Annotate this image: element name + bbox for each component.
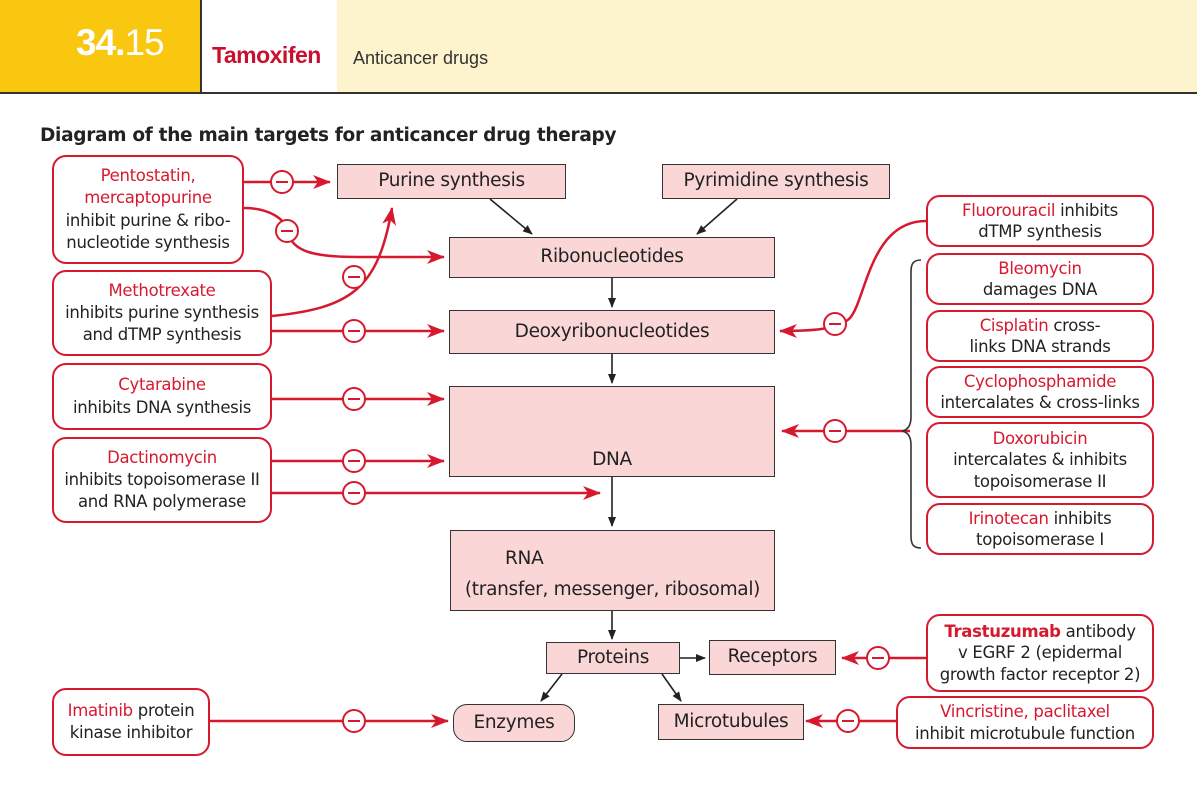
inhibitor-icon bbox=[823, 312, 847, 336]
drug-doxorubicin: Doxorubicin intercalates & inhibits topo… bbox=[926, 422, 1154, 498]
drug-description: kinase inhibitor bbox=[69, 723, 193, 742]
inhibitor-icon bbox=[836, 709, 860, 733]
drug-pentostatin-mercaptopurine: Pentostatin, mercaptopurine inhibit puri… bbox=[52, 155, 244, 264]
node-sublabel: (transfer, messenger, ribosomal) bbox=[464, 579, 761, 600]
drug-cisplatin: Cisplatin cross- links DNA strands bbox=[926, 310, 1154, 362]
drug-description: inhibits bbox=[1048, 508, 1112, 528]
drug-description: intercalates & inhibits bbox=[953, 450, 1127, 470]
node-label: Microtubules bbox=[673, 710, 789, 732]
node-dna: DNA bbox=[449, 386, 775, 477]
node-label: Pyrimidine synthesis bbox=[683, 170, 869, 192]
drug-description: inhibits DNA synthesis bbox=[72, 397, 252, 417]
node-label: RNA bbox=[505, 548, 544, 569]
inhibitor-icon bbox=[342, 265, 366, 289]
inhibitor-icon bbox=[866, 646, 890, 670]
chapter-title-text: Tamoxifen bbox=[212, 42, 321, 68]
node-enzymes: Enzymes bbox=[453, 704, 575, 742]
chapter-subtitle-text: Anticancer drugs bbox=[353, 48, 489, 68]
drug-name: Methotrexate bbox=[108, 280, 216, 300]
drug-name: Cytarabine bbox=[118, 375, 206, 395]
drug-description: inhibits topoisomerase II bbox=[64, 469, 260, 489]
inhibitor-icon bbox=[342, 387, 366, 411]
drug-description: cross- bbox=[1048, 315, 1101, 335]
inhibitor-icon bbox=[342, 319, 366, 343]
drug-description: and RNA polymerase bbox=[77, 492, 246, 512]
section-number-minor: 15 bbox=[124, 22, 164, 63]
drug-cyclophosphamide: Cyclophosphamide intercalates & cross-li… bbox=[926, 366, 1154, 418]
drug-imatinib: Imatinib protein kinase inhibitor bbox=[52, 688, 210, 756]
drug-description: v EGRF 2 (epidermal bbox=[958, 643, 1122, 663]
drug-name: Doxorubicin bbox=[992, 428, 1088, 448]
drug-name: Pentostatin, bbox=[100, 165, 196, 185]
node-label: Ribonucleotides bbox=[540, 246, 684, 268]
drug-description: antibody bbox=[1060, 621, 1136, 641]
flow-arrows bbox=[489, 198, 738, 702]
drug-description: topoisomerase II bbox=[973, 471, 1107, 491]
diagram-title: Diagram of the main targets for anticanc… bbox=[40, 125, 617, 146]
node-purine-synthesis: Purine synthesis bbox=[337, 164, 566, 199]
inhibitor-icon bbox=[823, 419, 847, 443]
page-header: 34.15 Tamoxifen Anticancer drugs bbox=[0, 0, 1197, 94]
node-label: Deoxyribonucleotides bbox=[514, 320, 710, 342]
drug-description: topoisomerase I bbox=[976, 530, 1104, 549]
node-label: Purine synthesis bbox=[378, 170, 525, 192]
chapter-subtitle: Anticancer drugs bbox=[337, 0, 1197, 94]
drug-name: Fluorouracil bbox=[962, 200, 1056, 220]
drug-fluorouracil: Fluorouracil inhibits dTMP synthesis bbox=[926, 195, 1154, 247]
inhibitor-icon bbox=[270, 170, 294, 194]
drug-bleomycin: Bleomycin damages DNA bbox=[926, 253, 1154, 305]
drug-name: Vincristine, paclitaxel bbox=[940, 702, 1110, 722]
drug-description: inhibits bbox=[1055, 200, 1118, 220]
inhibitor-icon bbox=[342, 449, 366, 473]
drug-dactinomycin: Dactinomycin inhibits topoisomerase II a… bbox=[52, 437, 272, 523]
node-label: Proteins bbox=[576, 646, 650, 668]
drug-description: inhibit microtubule function bbox=[915, 723, 1135, 743]
section-number: 34.15 bbox=[0, 0, 200, 94]
drug-description: and dTMP synthesis bbox=[82, 325, 242, 345]
node-deoxyribonucleotides: Deoxyribonucleotides bbox=[449, 310, 775, 354]
drug-vincristine-paclitaxel: Vincristine, paclitaxel inhibit microtub… bbox=[896, 696, 1154, 749]
drug-trastuzumab: Trastuzumab antibody v EGRF 2 (epidermal… bbox=[926, 614, 1154, 692]
node-microtubules: Microtubules bbox=[658, 704, 804, 740]
drug-description: inhibit purine & ribo- bbox=[65, 210, 231, 230]
node-ribonucleotides: Ribonucleotides bbox=[449, 237, 775, 278]
inhibitor-icon bbox=[275, 219, 299, 243]
inhibitor-icon bbox=[342, 709, 366, 733]
node-label: Enzymes bbox=[473, 711, 555, 733]
drug-methotrexate: Methotrexate inhibits purine synthesis a… bbox=[52, 270, 272, 356]
drug-name: Trastuzumab bbox=[944, 621, 1061, 641]
drug-name: Bleomycin bbox=[998, 258, 1082, 278]
node-pyrimidine-synthesis: Pyrimidine synthesis bbox=[662, 164, 890, 199]
drug-name: Imatinib bbox=[67, 700, 134, 720]
drug-description: protein bbox=[132, 700, 195, 720]
drug-description: intercalates & cross-links bbox=[940, 393, 1140, 412]
drug-description: growth factor receptor 2) bbox=[939, 664, 1141, 684]
inhibitor-icon bbox=[342, 481, 366, 505]
drug-description: nucleotide synthesis bbox=[66, 232, 230, 252]
drug-name: Cisplatin bbox=[979, 315, 1049, 335]
drug-name: Irinotecan bbox=[968, 508, 1049, 528]
drug-cytarabine: Cytarabine inhibits DNA synthesis bbox=[52, 363, 272, 430]
node-label: DNA bbox=[592, 449, 632, 470]
node-rna: RNA (transfer, messenger, ribosomal) bbox=[450, 530, 775, 611]
drug-description: links DNA strands bbox=[969, 337, 1111, 356]
drug-irinotecan: Irinotecan inhibits topoisomerase I bbox=[926, 503, 1154, 555]
node-label: Receptors bbox=[727, 646, 818, 668]
drug-description: inhibits purine synthesis bbox=[65, 302, 259, 322]
node-receptors: Receptors bbox=[709, 640, 836, 675]
drug-group-brace bbox=[901, 259, 922, 549]
drug-name: Cyclophosphamide bbox=[963, 371, 1117, 391]
drug-name: mercaptopurine bbox=[84, 188, 212, 208]
drug-description: damages DNA bbox=[982, 280, 1098, 299]
section-number-major: 34. bbox=[76, 22, 125, 63]
drug-description: dTMP synthesis bbox=[978, 222, 1102, 241]
node-proteins: Proteins bbox=[546, 642, 680, 674]
drug-name: Dactinomycin bbox=[107, 447, 217, 467]
